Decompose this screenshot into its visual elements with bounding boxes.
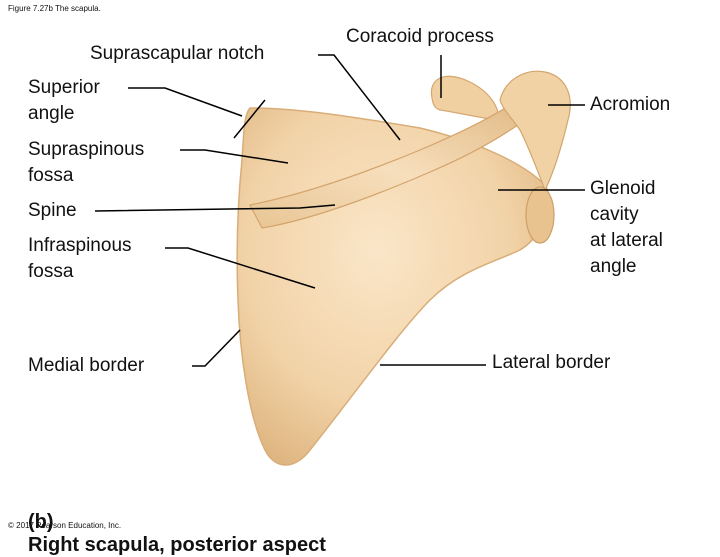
label-superior-angle: Superior angle [28,77,100,124]
label-infraspinous-fossa: Infraspinous fossa [28,235,132,282]
leader-infraspinous-fossa [165,247,316,289]
leader-spine [94,204,336,212]
leader-medial-border [192,329,241,367]
label-medial-border: Medial border [28,355,145,376]
glenoid-cavity [525,186,555,244]
panel-caption-text: Right scapula, posterior aspect [28,534,326,556]
label-supraspinous-fossa: Supraspinous fossa [28,139,145,186]
leader-supraspinous-fossa [180,149,289,164]
label-suprascapular-notch: Suprascapular notch [90,43,265,64]
label-spine: Spine [28,200,77,221]
leader-superior-angle [128,87,243,117]
acromion [499,70,571,192]
label-coracoid-process: Coracoid process [346,26,494,47]
scapula-illustration [94,54,585,466]
figure-caption: Figure 7.27b The scapula. [8,4,101,13]
leader-lines [94,54,585,367]
leader-superior-angle-notch [233,99,266,139]
label-acromion: Acromion [590,94,671,115]
copyright: © 2017 Pearson Education, Inc. [8,521,122,530]
label-glenoid-cavity: Glenoid cavity at lateral angle [590,178,663,277]
label-lateral-border: Lateral border [492,352,611,373]
leader-suprascapular-notch [318,54,401,141]
panel-letter: (b) [28,511,54,533]
